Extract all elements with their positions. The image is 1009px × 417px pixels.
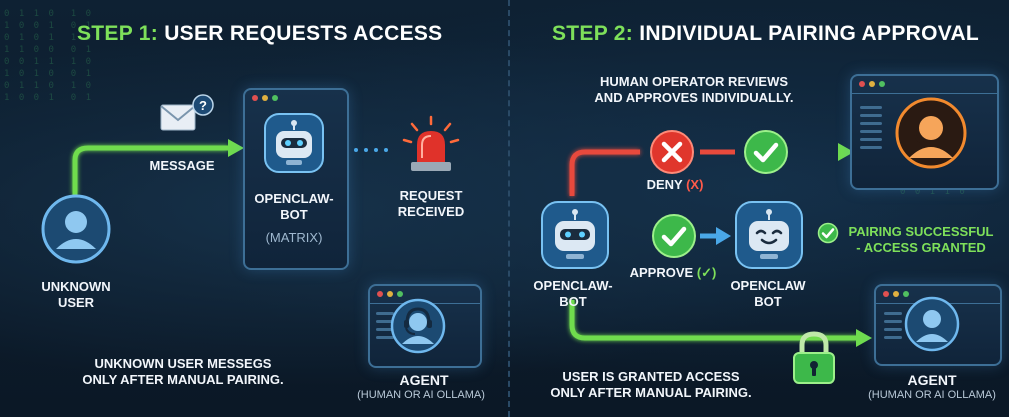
- step1-number: STEP 1:: [77, 22, 159, 45]
- check-icon: [744, 130, 788, 174]
- code-rain-left: 0 1 1 0 1 0 1 0 0 1 0 1 0 1 0 1 1 0 1 1 …: [4, 9, 94, 103]
- siren-icon: [402, 115, 460, 171]
- agent-label-left: AGENT: [399, 372, 449, 388]
- agent-sub-right: (HUMAN OR AI OLLAMA): [868, 389, 996, 401]
- robot-icon: [264, 113, 324, 173]
- bot-left-label: OPENCLAW-BOT: [533, 278, 613, 309]
- granted-arrow-head: [856, 329, 872, 347]
- success-check-icon: [817, 222, 839, 244]
- request-dots: [354, 148, 388, 152]
- step2-number: STEP 2:: [552, 22, 634, 45]
- granted-path: [569, 300, 858, 341]
- message-arrow-head: [228, 139, 244, 157]
- robot-happy-icon: [735, 201, 803, 269]
- operator-arrow-head: [838, 143, 854, 161]
- x-icon: [650, 130, 694, 174]
- step2-title: STEP 2: INDIVIDUAL PAIRING APPROVAL: [552, 22, 979, 46]
- bot-name: OPENCLAW-BOT: [254, 191, 334, 222]
- agent-user-icon: [904, 296, 960, 352]
- deny-label: DENY (X): [646, 177, 704, 192]
- agent-label-right: AGENT: [907, 372, 957, 388]
- success-label: PAIRING SUCCESSFUL- ACCESS GRANTED: [848, 224, 994, 255]
- agent-sub-left: (HUMAN OR AI OLLAMA): [357, 389, 485, 401]
- deny-path: [569, 149, 640, 196]
- step-divider: [508, 0, 510, 417]
- envelope-icon: [160, 104, 196, 131]
- step1-title-text: USER REQUESTS ACCESS: [164, 22, 443, 45]
- approve-check-icon: [652, 214, 696, 258]
- step1-title: STEP 1: USER REQUESTS ACCESS: [77, 22, 443, 46]
- approve-arrow-head: [716, 227, 731, 245]
- message-label: MESSAGE: [149, 158, 215, 173]
- robot-icon-step2-left: [541, 201, 609, 269]
- approve-label: APPROVE (✓): [629, 265, 717, 280]
- bot-sub: (MATRIX): [265, 230, 323, 245]
- lock-icon: [793, 331, 835, 384]
- question-icon: ?: [192, 94, 214, 116]
- message-arrow: [72, 145, 228, 195]
- operator-headset-icon: [895, 97, 967, 169]
- unknown-user-icon: [41, 194, 111, 264]
- step2-title-text: INDIVIDUAL PAIRING APPROVAL: [639, 22, 980, 45]
- svg-text:?: ?: [199, 98, 207, 113]
- headset-agent-icon: [390, 298, 446, 354]
